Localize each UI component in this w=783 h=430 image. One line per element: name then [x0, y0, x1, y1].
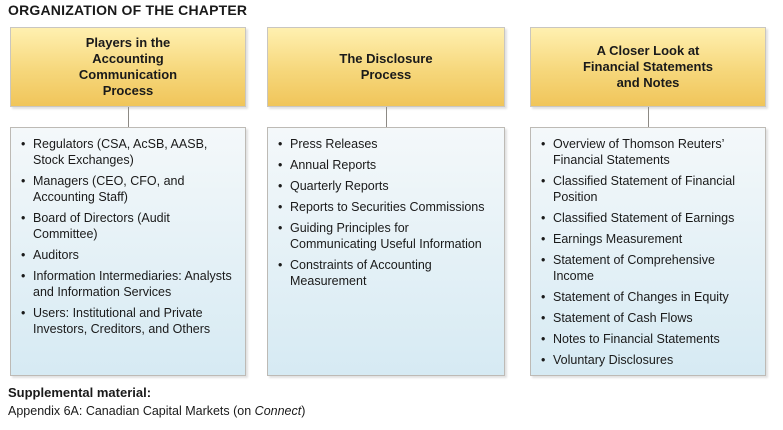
bullet-icon: •: [541, 211, 546, 225]
bullet-icon: •: [541, 174, 546, 188]
list-item-text: Board of Directors (Audit Committee): [33, 211, 170, 241]
closer-look-list-box: • Overview of Thomson Reuters’ Financial …: [530, 127, 766, 376]
bullet-icon: •: [21, 137, 26, 151]
page-title: ORGANIZATION OF THE CHAPTER: [8, 2, 248, 18]
list-item: • Users: Institutional and Private Invest…: [19, 305, 237, 337]
bullet-icon: •: [278, 158, 283, 172]
players-header-box: Players in the Accounting Communication …: [10, 27, 246, 107]
list-item: • Press Releases: [276, 136, 496, 152]
list-item-text: Overview of Thomson Reuters’ Financial S…: [553, 137, 724, 167]
list-item-text: Notes to Financial Statements: [553, 332, 720, 346]
bullet-icon: •: [278, 258, 283, 272]
list-item-text: Constraints of Accounting Measurement: [290, 258, 432, 288]
list-item-text: Annual Reports: [290, 158, 377, 172]
bullet-icon: •: [541, 290, 546, 304]
list-item: • Statement of Comprehensive Income: [539, 252, 757, 284]
list-item-text: Statement of Cash Flows: [553, 311, 693, 325]
bullet-icon: •: [21, 306, 26, 320]
bullet-icon: •: [21, 269, 26, 283]
header-line: Players in the: [85, 35, 171, 50]
bullet-icon: •: [541, 253, 546, 267]
bullet-icon: •: [541, 137, 546, 151]
bullet-icon: •: [278, 221, 283, 235]
bullet-icon: •: [541, 353, 546, 367]
list-item: • Constraints of Accounting Measurement: [276, 257, 496, 289]
bullet-icon: •: [541, 332, 546, 346]
list-item-text: Information Intermediaries: Analysts and…: [33, 269, 232, 299]
list-item-text: Quarterly Reports: [290, 179, 389, 193]
list-item-text: Classified Statement of Earnings: [553, 211, 735, 225]
list-item: • Classified Statement of Earnings: [539, 210, 757, 226]
list-item-text: Statement of Comprehensive Income: [553, 253, 715, 283]
header-line: The Disclosure: [339, 51, 433, 66]
list-item: • Reports to Securities Commissions: [276, 199, 496, 215]
list-item: • Board of Directors (Audit Committee): [19, 210, 237, 242]
bullet-icon: •: [278, 179, 283, 193]
bullet-icon: •: [21, 174, 26, 188]
list-item: • Annual Reports: [276, 157, 496, 173]
bullet-icon: •: [541, 232, 546, 246]
supplemental-title: Supplemental material:: [8, 385, 152, 400]
list-item: • Regulators (CSA, AcSB, AASB, Stock Exch…: [19, 136, 237, 168]
header-line: and Notes: [616, 75, 680, 90]
supplemental-text-suffix: ): [301, 404, 306, 418]
supplemental-text: Appendix 6A: Canadian Capital Markets (o…: [8, 404, 305, 418]
list-item-text: Reports to Securities Commissions: [290, 200, 485, 214]
bullet-icon: •: [278, 137, 283, 151]
connector-line: [648, 107, 649, 127]
list-item: • Statement of Changes in Equity: [539, 289, 757, 305]
list-item: • Information Intermediaries: Analysts an…: [19, 268, 237, 300]
list-item-text: Users: Institutional and Private Investo…: [33, 306, 211, 336]
bullet-icon: •: [21, 211, 26, 225]
list-item: • Managers (CEO, CFO, and Accounting Staf…: [19, 173, 237, 205]
header-line: Communication: [78, 67, 178, 82]
supplemental-connect-link-text: Connect: [254, 404, 302, 418]
bullet-icon: •: [278, 200, 283, 214]
list-item-text: Voluntary Disclosures: [553, 353, 674, 367]
list-item-text: Auditors: [33, 248, 79, 262]
list-item-text: Press Releases: [290, 137, 378, 151]
list-item: • Notes to Financial Statements: [539, 331, 757, 347]
list-item: • Overview of Thomson Reuters’ Financial …: [539, 136, 757, 168]
list-item-text: Classified Statement of Financial Positi…: [553, 174, 736, 204]
list-item: • Voluntary Disclosures: [539, 352, 757, 368]
list-item: • Guiding Principles for Communicating Us…: [276, 220, 496, 252]
list-item: • Quarterly Reports: [276, 178, 496, 194]
header-line: Process: [360, 67, 412, 82]
list-item-text: Statement of Changes in Equity: [553, 290, 729, 304]
header-line: A Closer Look at: [596, 43, 700, 58]
closer-look-header-box: A Closer Look at Financial Statements an…: [530, 27, 766, 107]
list-item: • Earnings Measurement: [539, 231, 757, 247]
disclosure-list-box: • Press Releases • Annual Reports • Quarter…: [267, 127, 505, 376]
header-line: Accounting: [92, 51, 164, 66]
list-item-text: Earnings Measurement: [553, 232, 683, 246]
supplemental-text-prefix: Appendix 6A: Canadian Capital Markets (o…: [8, 404, 255, 418]
connector-line: [386, 107, 387, 127]
list-item-text: Guiding Principles for Communicating Use…: [290, 221, 482, 251]
list-item-text: Regulators (CSA, AcSB, AASB, Stock Excha…: [33, 137, 208, 167]
list-item: • Statement of Cash Flows: [539, 310, 757, 326]
header-line: Process: [102, 83, 154, 98]
list-item: • Auditors: [19, 247, 237, 263]
list-item-text: Managers (CEO, CFO, and Accounting Staff…: [33, 174, 185, 204]
header-line: Financial Statements: [582, 59, 714, 74]
list-item: • Classified Statement of Financial Posit…: [539, 173, 757, 205]
disclosure-header-box: The Disclosure Process: [267, 27, 505, 107]
connector-line: [128, 107, 129, 127]
bullet-icon: •: [541, 311, 546, 325]
players-list-box: • Regulators (CSA, AcSB, AASB, Stock Exch…: [10, 127, 246, 376]
bullet-icon: •: [21, 248, 26, 262]
